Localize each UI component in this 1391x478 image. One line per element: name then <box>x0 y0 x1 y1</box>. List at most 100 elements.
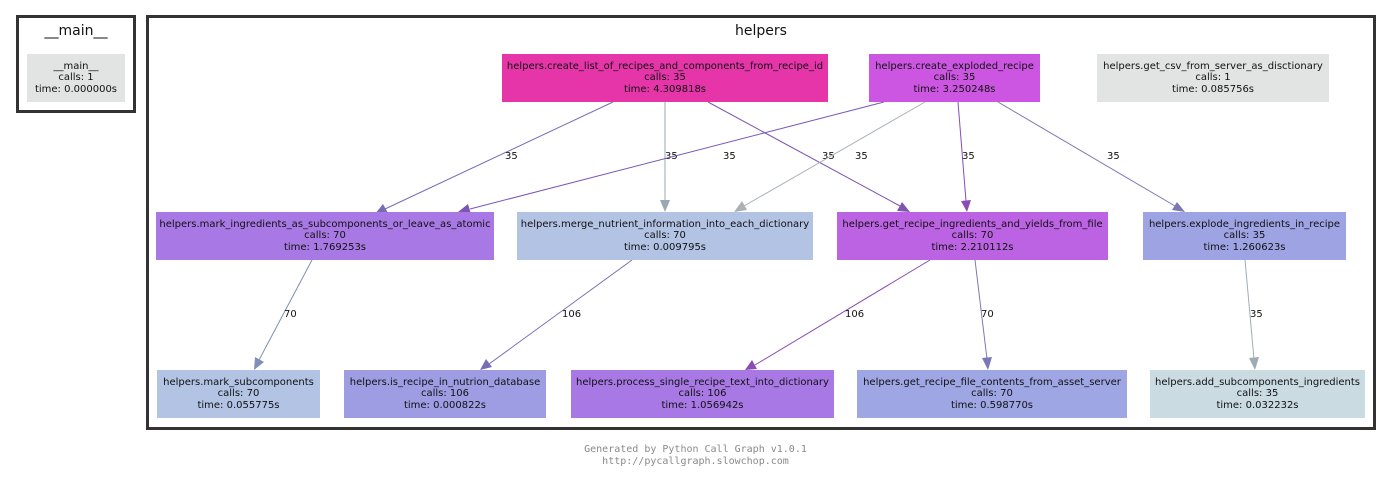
edge-arrowhead <box>1249 357 1259 370</box>
node-calls: calls: 70 <box>644 230 686 242</box>
edge-arrowhead <box>745 360 757 370</box>
edge-label: 35 <box>855 151 868 162</box>
edge-get-recipe-ingredients-to-get-file-contents: 70 <box>974 259 994 370</box>
node-calls: calls: 106 <box>678 388 727 400</box>
edge-label: 35 <box>1107 151 1120 162</box>
edge-arrowhead <box>982 357 992 370</box>
edge-create-list-to-mark-ingredients: 35 <box>375 101 614 214</box>
node-name: helpers.mark_subcomponents <box>163 376 314 388</box>
edge-create-exploded-to-get-recipe-ingredients: 35 <box>957 101 975 212</box>
cluster-main-title: __main__ <box>44 23 108 39</box>
node-calls: calls: 1 <box>1195 72 1231 84</box>
node-get-recipe-file-contents: helpers.get_recipe_file_contents_from_as… <box>857 370 1127 418</box>
node-time: time: 0.000822s <box>403 399 487 411</box>
node-time: time: 0.055775s <box>197 399 280 411</box>
node-create-exploded-recipe: helpers.create_exploded_recipe calls: 35… <box>869 54 1040 102</box>
node-name: helpers.create_list_of_recipes_and_compo… <box>506 60 824 72</box>
edge-label: 35 <box>723 151 736 162</box>
node-name: helpers.get_recipe_ingredients_and_yield… <box>842 218 1103 230</box>
node-time: time: 0.085756s <box>1171 83 1255 95</box>
node-get-csv-from-server: helpers.get_csv_from_server_as_disctiona… <box>1097 54 1329 102</box>
edge-create-list-to-get-recipe-ingredients: 35 <box>707 101 910 212</box>
node-time: time: 0.598770s <box>950 399 1034 411</box>
edge-line <box>1244 259 1255 360</box>
footer-credit: Generated by Python Call Graph v1.0.1 ht… <box>0 444 1391 467</box>
footer-url-link[interactable]: http://pycallgraph.slowchop.com <box>602 455 789 467</box>
edge-label: 35 <box>822 151 835 162</box>
node-name: helpers.process_single_recipe_text_into_… <box>576 376 829 388</box>
node-time: time: 0.009795s <box>623 241 707 253</box>
node-calls: calls: 70 <box>971 388 1013 400</box>
node-name: helpers.is_recipe_in_nutrion_database <box>349 376 541 388</box>
node-name: helpers.explode_ingredients_in_recipe <box>1148 218 1341 230</box>
edge-arrowhead <box>480 359 492 370</box>
edge-line <box>754 259 931 366</box>
edge-line <box>707 101 901 207</box>
edge-label: 106 <box>562 309 581 320</box>
node-calls: calls: 35 <box>1223 230 1266 242</box>
node-name: helpers.add_subcomponents_ingredients <box>1154 376 1361 388</box>
node-name: helpers.mark_ingredients_as_subcomponent… <box>159 218 491 230</box>
edge-arrowhead <box>375 204 388 214</box>
node-name: helpers.merge_nutrient_information_into_… <box>520 218 810 230</box>
node-mark-subcomponents: helpers.mark_subcomponents calls: 70 tim… <box>157 370 320 418</box>
node-time: time: 0.032232s <box>1216 399 1299 411</box>
edge-label: 70 <box>981 309 994 320</box>
node-time: time: 1.056942s <box>661 399 744 411</box>
edge-arrowhead <box>961 200 971 212</box>
node-main: __main__ calls: 1 time: 0.000000s <box>27 54 125 102</box>
node-time: time: 3.250248s <box>913 83 996 95</box>
node-merge-nutrient-information: helpers.merge_nutrient_information_into_… <box>517 212 813 260</box>
node-calls: calls: 1 <box>58 72 94 84</box>
edge-merge-nutrient-to-is-recipe: 106 <box>480 259 633 370</box>
edge-label: 35 <box>505 151 518 162</box>
edge-arrowhead <box>897 202 910 212</box>
node-calls: calls: 35 <box>933 72 976 84</box>
node-name: __main__ <box>53 60 99 72</box>
edge-mark-ingredients-to-mark-subcomponents: 70 <box>254 259 313 370</box>
edge-arrowhead <box>1172 202 1185 212</box>
edge-arrowhead <box>458 204 471 214</box>
edge-label: 106 <box>845 309 864 320</box>
cluster-helpers-title: helpers <box>735 23 787 39</box>
edge-line <box>384 101 614 210</box>
edge-arrowhead <box>254 357 264 370</box>
edge-line <box>974 259 988 360</box>
node-name: helpers.get_csv_from_server_as_disctiona… <box>1103 60 1323 72</box>
edge-create-exploded-to-merge-nutrient: 35 <box>734 101 926 212</box>
node-calls: calls: 70 <box>951 230 994 242</box>
edge-line <box>957 101 967 202</box>
edge-arrowhead <box>660 200 670 212</box>
node-time: time: 2.210112s <box>931 241 1014 253</box>
node-is-recipe-in-nutrion-database: helpers.is_recipe_in_nutrion_database ca… <box>344 370 546 418</box>
node-explode-ingredients: helpers.explode_ingredients_in_recipe ca… <box>1143 212 1346 260</box>
node-calls: calls: 70 <box>304 230 346 242</box>
node-calls: calls: 70 <box>217 388 260 400</box>
edge-label: 35 <box>1250 309 1263 320</box>
edge-get-recipe-ingredients-to-process-single: 106 <box>745 259 931 370</box>
node-create-list-of-recipes: helpers.create_list_of_recipes_and_compo… <box>502 54 828 102</box>
edge-explode-ingredients-to-add-subcomponents: 35 <box>1244 259 1263 370</box>
edge-line <box>997 101 1176 207</box>
footer-generator: Generated by Python Call Graph v1.0.1 <box>584 444 807 455</box>
edge-create-exploded-to-explode-ingredients: 35 <box>997 101 1185 212</box>
node-add-subcomponents-ingredients: helpers.add_subcomponents_ingredients ca… <box>1150 370 1365 418</box>
edge-arrowhead <box>734 201 747 212</box>
node-time: time: 4.309818s <box>623 83 707 95</box>
node-mark-ingredients: helpers.mark_ingredients_as_subcomponent… <box>156 212 494 260</box>
node-time: time: 1.769253s <box>283 241 367 253</box>
edge-label: 35 <box>962 151 975 162</box>
node-name: helpers.get_recipe_file_contents_from_as… <box>863 376 1121 388</box>
node-time: time: 1.260623s <box>1203 241 1286 253</box>
edge-line <box>488 259 633 365</box>
node-calls: calls: 35 <box>644 72 686 84</box>
node-time: time: 0.000000s <box>34 83 118 95</box>
node-name: helpers.create_exploded_recipe <box>875 60 1034 72</box>
edge-create-list-to-merge-nutrient: 35 <box>660 102 678 212</box>
edge-line <box>469 101 885 210</box>
edge-create-exploded-to-mark-ingredients: 35 <box>458 101 885 214</box>
edge-label: 70 <box>284 309 297 320</box>
node-process-single-recipe-text: helpers.process_single_recipe_text_into_… <box>571 370 834 418</box>
edge-line <box>743 101 926 207</box>
